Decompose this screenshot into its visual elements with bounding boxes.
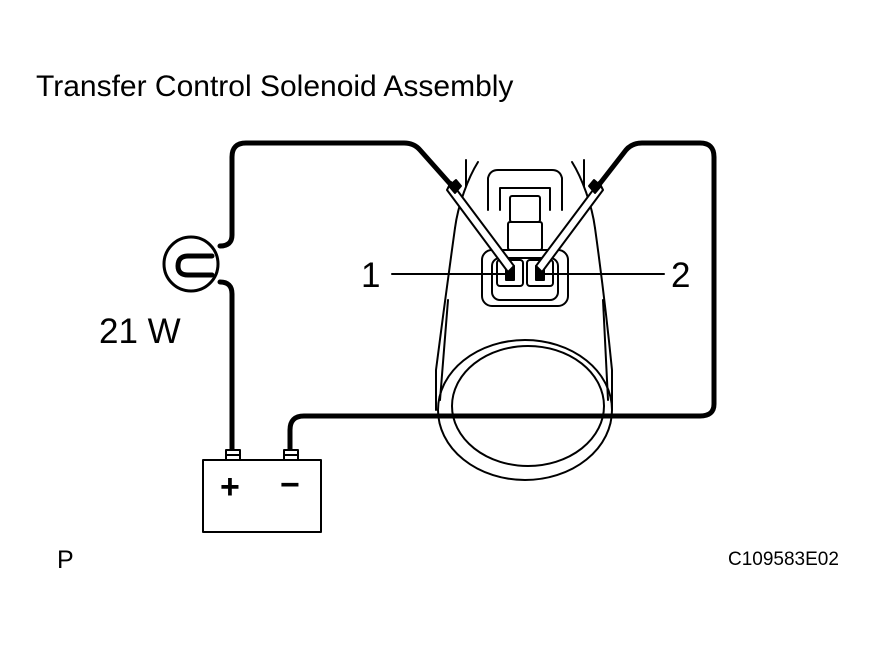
bulb-icon [162,235,220,293]
pin-2-label: 2 [671,256,691,295]
connector-icon [481,249,569,307]
figure-code: C109583E02 [728,549,839,570]
battery-icon [202,449,322,533]
diagram-title: Transfer Control Solenoid Assembly [36,70,514,103]
battery-positive-symbol: + [220,468,240,506]
probe-right [535,179,604,273]
battery-negative-symbol: − [280,466,300,504]
pin-1-label: 1 [361,256,381,295]
solenoid-icon [435,159,613,481]
probe-left [446,179,515,273]
bulb-wattage-label: 21 W [99,312,181,351]
corner-mark: P [57,546,74,574]
wire-harness [217,140,717,455]
